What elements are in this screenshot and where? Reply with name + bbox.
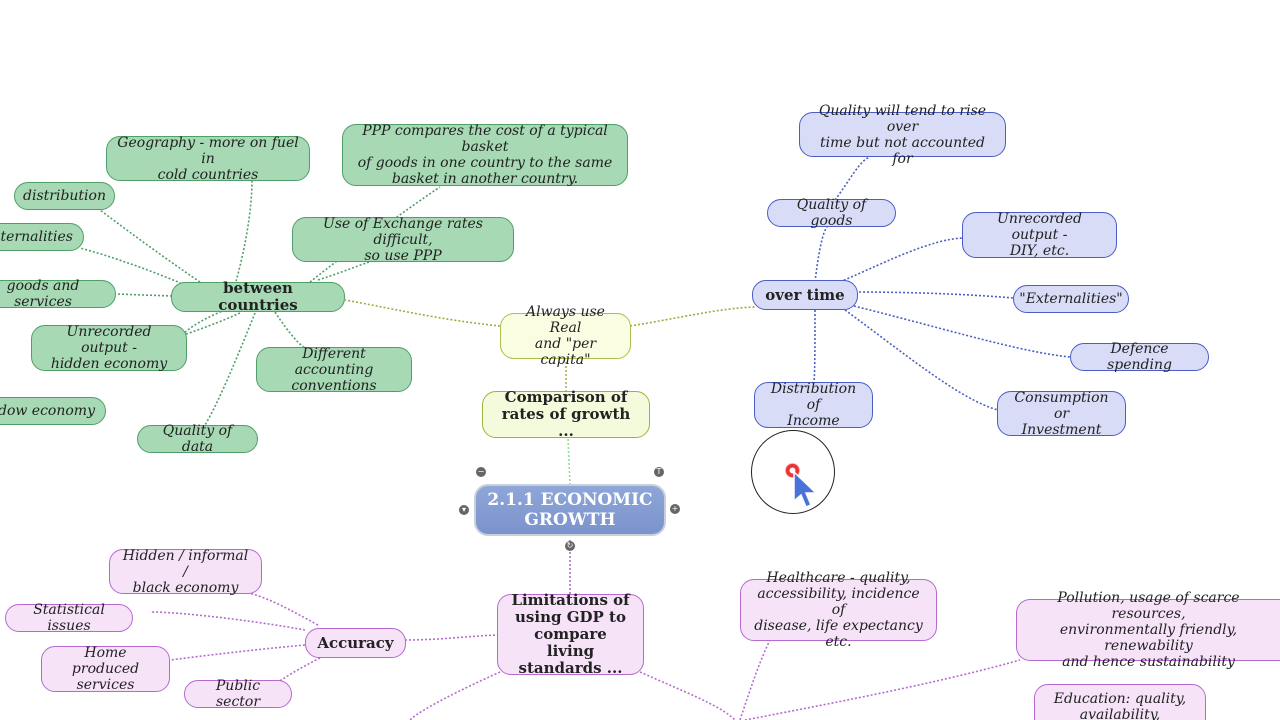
node-between-countries[interactable]: between countries: [171, 280, 345, 314]
node-quality-data[interactable]: Quality of data: [137, 423, 258, 455]
node-consumption-investment[interactable]: Consumption or Investment: [997, 390, 1126, 438]
cursor-highlight-ring: [751, 430, 835, 514]
node-quality-rise[interactable]: Quality will tend to rise over time but …: [799, 103, 1006, 167]
add-control-icon[interactable]: +: [670, 504, 680, 514]
node-hidden-informal[interactable]: Hidden / informal / black economy: [109, 548, 262, 596]
node-public-sector[interactable]: Public sector: [184, 678, 292, 710]
node-defence-spending[interactable]: Defence spending: [1070, 341, 1209, 373]
node-distribution[interactable]: distribution: [14, 182, 115, 210]
node-comparison[interactable]: Comparison of rates of growth ...: [482, 389, 650, 440]
node-geography[interactable]: Geography - more on fuel in cold countri…: [106, 135, 310, 183]
node-accounting-conventions[interactable]: Different accounting conventions: [256, 346, 412, 394]
node-externalities-left[interactable]: externalities: [0, 223, 84, 251]
mouse-pointer-icon: [793, 471, 818, 508]
node-over-time[interactable]: over time: [752, 280, 858, 310]
node-goods-services[interactable]: goods and services: [0, 278, 116, 310]
refresh-control-icon[interactable]: ↻: [565, 541, 575, 551]
node-healthcare[interactable]: Healthcare - quality, accessibility, inc…: [740, 570, 937, 650]
node-ppp[interactable]: PPP compares the cost of a typical baske…: [342, 123, 628, 187]
link-central-comparison: [567, 437, 571, 486]
node-always-real[interactable]: Always use Real and "per capita": [500, 304, 631, 368]
node-shadow-economy[interactable]: shadow economy: [0, 397, 106, 425]
text-control-icon[interactable]: T: [654, 467, 664, 477]
node-quality-goods[interactable]: Quality of goods: [767, 197, 896, 229]
node-distribution-income[interactable]: Distribution of Income: [754, 381, 873, 429]
node-exchange-rates[interactable]: Use of Exchange rates difficult, so use …: [292, 216, 514, 264]
node-pollution[interactable]: Pollution, usage of scarce resources, en…: [1016, 590, 1280, 670]
node-home-produced[interactable]: Home produced services: [41, 645, 170, 693]
node-unrecorded-diy[interactable]: Unrecorded output - DIY, etc.: [962, 211, 1117, 259]
node-externalities-right[interactable]: "Externalities": [1013, 285, 1129, 313]
collapse-control-icon[interactable]: −: [476, 467, 486, 477]
central-topic[interactable]: 2.1.1 ECONOMIC GROWTH: [474, 484, 666, 536]
link-real-overtime: [629, 306, 756, 327]
node-unrecorded-hidden[interactable]: Unrecorded output - hidden economy: [31, 324, 187, 372]
node-education[interactable]: Education: quality, availability, suitab…: [1034, 684, 1206, 720]
link-real-between: [344, 299, 501, 327]
dropdown-control-icon[interactable]: ▾: [459, 505, 469, 515]
node-accuracy[interactable]: Accuracy: [305, 628, 406, 658]
node-limitations[interactable]: Limitations of using GDP to compare livi…: [497, 592, 644, 677]
node-statistical-issues[interactable]: Statistical issues: [5, 602, 133, 634]
